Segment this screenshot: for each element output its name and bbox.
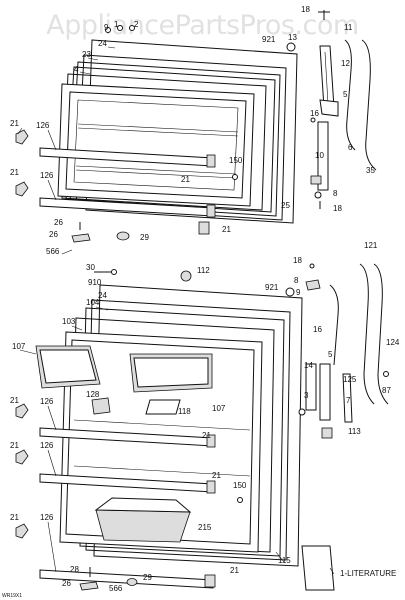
part-label-126d: 126 bbox=[40, 441, 54, 450]
part-label-8b: 8 bbox=[294, 276, 299, 285]
part-label-112: 112 bbox=[197, 266, 210, 275]
part-label-126e: 126 bbox=[40, 513, 54, 522]
part-label-3: 3 bbox=[304, 391, 309, 400]
part-label-35: 35 bbox=[366, 166, 375, 175]
part-label-150a: 150 bbox=[229, 156, 243, 165]
part-label-23: 23 bbox=[82, 50, 91, 59]
part-label-9b: 9 bbox=[296, 288, 301, 297]
part-label-215: 215 bbox=[198, 523, 212, 532]
part-label-150b: 150 bbox=[233, 481, 247, 490]
part-label-25: 25 bbox=[281, 201, 290, 210]
part-label-21j: 21 bbox=[230, 566, 239, 575]
part-label-11: 11 bbox=[344, 23, 353, 32]
part-label-18b: 18 bbox=[333, 204, 342, 213]
part-label-24b: 24 bbox=[98, 291, 107, 300]
fresh-food-door-assembly bbox=[15, 269, 303, 591]
part-label-107a: 107 bbox=[12, 342, 26, 351]
part-label-566b: 566 bbox=[109, 584, 123, 593]
part-label-28: 28 bbox=[70, 565, 79, 574]
part-label-125: 125 bbox=[343, 375, 357, 384]
part-label-6: 6 bbox=[348, 143, 353, 152]
part-label-21e: 21 bbox=[10, 396, 19, 405]
part-label-21a: 21 bbox=[10, 119, 19, 128]
part-label-126b: 126 bbox=[40, 171, 54, 180]
part-label-9: 9 bbox=[104, 23, 109, 32]
part-label-12: 12 bbox=[341, 59, 350, 68]
leader-lines bbox=[17, 46, 335, 575]
part-label-30: 30 bbox=[86, 263, 95, 272]
part-label-910: 910 bbox=[88, 278, 102, 287]
part-label-5: 5 bbox=[343, 90, 348, 99]
part-label-21g: 21 bbox=[202, 431, 211, 440]
part-label-26c: 26 bbox=[62, 579, 71, 588]
part-label-87: 87 bbox=[382, 386, 391, 395]
part-label-29b: 29 bbox=[143, 573, 152, 582]
part-label-21f: 21 bbox=[10, 441, 19, 450]
part-label-121: 121 bbox=[364, 241, 378, 250]
part-label-115: 115 bbox=[278, 556, 291, 565]
part-label-21d: 21 bbox=[222, 225, 231, 234]
part-label-16b: 16 bbox=[313, 325, 322, 334]
part-label-5b: 5 bbox=[328, 350, 333, 359]
footer-code: WR19X1 bbox=[2, 593, 22, 599]
part-label-113: 113 bbox=[348, 427, 361, 436]
part-label-29a: 29 bbox=[140, 233, 149, 242]
part-label-21h: 21 bbox=[212, 471, 221, 480]
part-label-107b: 107 bbox=[212, 404, 226, 413]
fresh-food-hinge-parts bbox=[285, 263, 389, 591]
part-label-18: 18 bbox=[301, 5, 310, 14]
part-label-1: 1 bbox=[114, 20, 119, 29]
part-label-4: 4 bbox=[74, 65, 79, 74]
part-label-104: 104 bbox=[86, 298, 100, 307]
part-label-10: 10 bbox=[315, 151, 324, 160]
part-label-1lit: 1-LITERATURE bbox=[340, 569, 396, 578]
part-label-7: 7 bbox=[346, 396, 351, 405]
part-label-2: 2 bbox=[134, 20, 139, 29]
part-label-126c: 126 bbox=[40, 397, 54, 406]
freezer-door-assembly bbox=[15, 25, 298, 255]
part-label-921b: 921 bbox=[265, 283, 279, 292]
part-label-16a: 16 bbox=[310, 109, 319, 118]
part-label-566a: 566 bbox=[46, 247, 60, 256]
part-label-921a: 921 bbox=[262, 35, 276, 44]
part-label-26b: 26 bbox=[49, 230, 58, 239]
part-label-126a: 126 bbox=[36, 121, 50, 130]
part-label-21b: 21 bbox=[10, 168, 19, 177]
freezer-hinge-parts bbox=[286, 10, 377, 209]
part-label-21c: 21 bbox=[181, 175, 190, 184]
part-label-13: 13 bbox=[288, 33, 297, 42]
part-label-118: 118 bbox=[178, 407, 191, 416]
part-label-24a: 24 bbox=[98, 39, 107, 48]
part-label-26a: 26 bbox=[54, 218, 63, 227]
part-label-14: 14 bbox=[304, 361, 313, 370]
part-label-128: 128 bbox=[86, 390, 100, 399]
part-label-124: 124 bbox=[386, 338, 400, 347]
part-label-8a: 8 bbox=[333, 189, 338, 198]
part-label-18c: 18 bbox=[293, 256, 302, 265]
part-label-21i: 21 bbox=[10, 513, 19, 522]
part-label-103: 103 bbox=[62, 317, 76, 326]
